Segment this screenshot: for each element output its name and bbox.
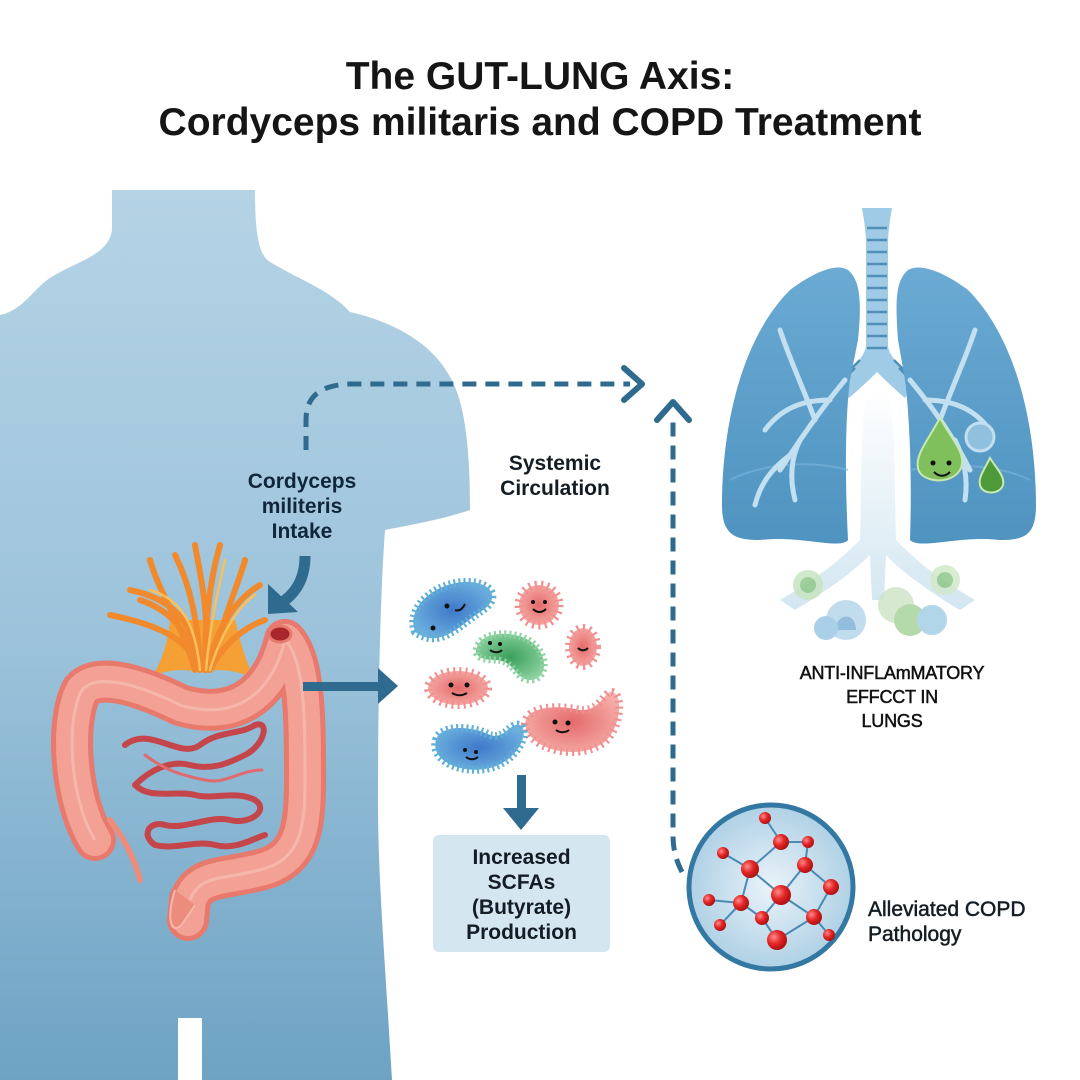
systemic-line-1: Systemic (508, 452, 602, 475)
microbe-blue-curved-rod (431, 720, 528, 774)
gut-to-microbiota-arrow-icon (303, 668, 398, 704)
arrowhead-right-icon (621, 365, 645, 403)
trachea-icon (836, 208, 918, 398)
molecule-node (755, 911, 769, 925)
anti-line-1: ANTI-INFLAmMATORY (799, 663, 985, 684)
molecule-node (717, 847, 729, 859)
arrowhead-up-icon (654, 399, 692, 423)
systemic-circulation-label: Systemic Circulation (470, 451, 640, 501)
systemic-line-2: Circulation (500, 477, 610, 500)
molecule-node (802, 836, 814, 848)
title-line-1: The GUT-LUNG Axis: (345, 55, 735, 98)
microbe-red-rod (424, 667, 492, 709)
copd-molecule-circle (686, 802, 856, 972)
molecule-node (767, 930, 787, 950)
immune-cell-characters (916, 415, 1005, 494)
scfa-line-4: Production (466, 921, 577, 944)
molecule-node (741, 860, 759, 878)
microbe-red-coccus (514, 580, 564, 630)
large-intestine-icon (51, 619, 327, 941)
lungs-icon (722, 208, 1036, 640)
molecule-node (703, 894, 715, 906)
scfa-production-label: Increased SCFAs (Butyrate) Production (433, 845, 610, 945)
molecule-node (771, 885, 791, 905)
microbe-green-curved-rod (472, 630, 548, 684)
alveoli-cluster (793, 565, 960, 640)
copd-line-2: Pathology (868, 923, 962, 947)
intake-arrowhead-icon (268, 584, 298, 614)
alleviated-copd-label: Alleviated COPD Pathology (868, 897, 1068, 947)
return-circulation-path (670, 420, 685, 874)
microbe-red-curved-rod (520, 688, 624, 756)
copd-line-1: Alleviated COPD (868, 898, 1026, 922)
molecule-node (773, 834, 789, 850)
intake-line-1: Cordyceps (247, 470, 357, 493)
intake-line-3: Intake (271, 520, 333, 543)
anti-inflammatory-label: ANTI-INFLAmMATORY EFFCCT IN LUNGS (762, 661, 1022, 733)
molecule-node (714, 919, 726, 931)
anti-line-3: LUNGS (861, 711, 923, 732)
microbe-blue-rod (409, 577, 497, 643)
molecule-node (806, 909, 822, 925)
diagram-title: The GUT-LUNG Axis: Cordyceps militaris a… (0, 54, 1080, 146)
scfa-box (433, 835, 610, 952)
microbe-red-oval (565, 624, 601, 670)
molecule-node (797, 857, 813, 873)
scfa-line-2: SCFAs (487, 871, 556, 894)
gut-microbiota-cluster (409, 577, 624, 774)
scfa-line-1: Increased (472, 846, 571, 869)
scfa-line-3: (Butyrate) (471, 896, 572, 919)
title-line-2: Cordyceps militaris and COPD Treatment (158, 101, 922, 144)
molecule-node (823, 929, 835, 941)
systemic-circulation-path (303, 381, 630, 450)
cordyceps-fungus-icon (107, 542, 268, 680)
microbiota-to-scfa-arrow-icon (503, 775, 539, 830)
molecule-node (759, 812, 771, 824)
anti-line-2: EFFCCT IN (846, 687, 939, 708)
intake-line-2: militeris (261, 495, 343, 518)
cordyceps-intake-label: Cordyceps militeris Intake (222, 469, 382, 544)
small-intestine-icon (122, 721, 268, 850)
molecule-node (733, 895, 749, 911)
molecule-node (823, 879, 839, 895)
